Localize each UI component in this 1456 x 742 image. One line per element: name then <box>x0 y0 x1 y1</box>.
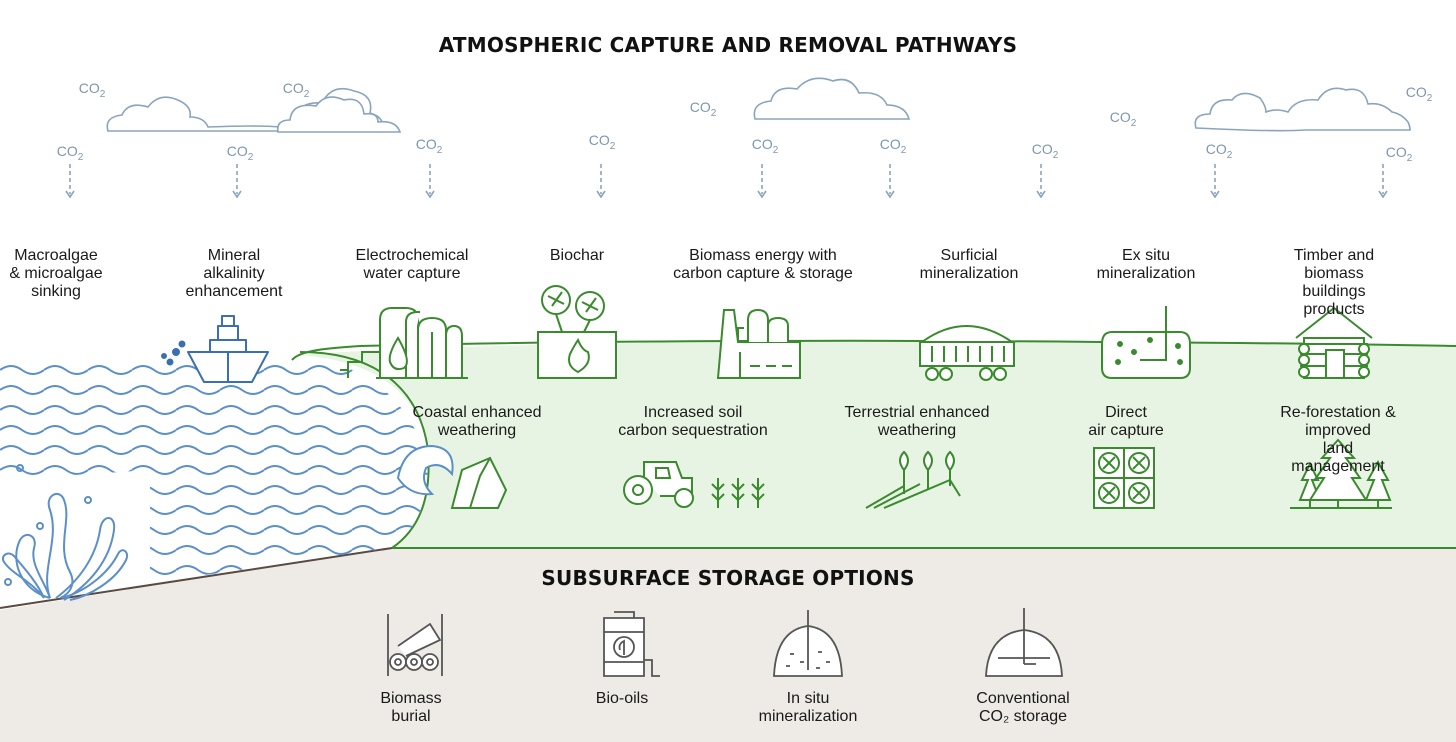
label-ex-situ: Ex situ mineralization <box>1096 247 1196 282</box>
arrow-head-icon <box>425 190 435 199</box>
label-surficial: Surficial mineralization <box>919 247 1019 282</box>
co2-label: CO2 <box>1385 144 1413 164</box>
label-beccs: Biomass energy with carbon capture & sto… <box>673 247 853 282</box>
electrochemical-plant-icon <box>340 307 468 379</box>
seaweed-icon <box>2 464 128 601</box>
co2-label: CO2 <box>415 136 443 156</box>
arrow-head-icon <box>1036 190 1046 199</box>
arrow-head-icon <box>596 190 606 199</box>
label-biochar: Biochar <box>549 247 605 264</box>
arrow-head-icon <box>1378 190 1388 199</box>
co2-label: CO2 <box>226 143 254 163</box>
label-soil-carbon: Increased soil carbon sequestration <box>618 404 768 439</box>
power-plant-icon <box>716 308 801 379</box>
co2-label: CO2 <box>282 80 310 100</box>
tractor-icon <box>623 461 694 508</box>
co2-label: CO2 <box>1205 141 1233 161</box>
fan-array-icon <box>1093 447 1155 509</box>
label-reforestation: Re-forestation & improved land managemen… <box>1280 404 1396 475</box>
wave-rock-icon <box>450 456 508 509</box>
mineralization-tank-icon <box>1101 306 1191 379</box>
crop-rows-icon <box>711 478 765 508</box>
in-situ-dome-icon <box>773 610 843 677</box>
atmospheric-title: ATMOSPHERIC CAPTURE AND REMOVAL PATHWAYS <box>438 33 1018 57</box>
label-bio-oils: Bio-oils <box>595 690 649 707</box>
co2-label: CO2 <box>689 99 717 119</box>
co2-label: CO2 <box>78 80 106 100</box>
log-pile-icon <box>387 614 443 676</box>
forest-icon <box>1290 438 1392 509</box>
co2-label: CO2 <box>56 143 84 163</box>
co2-label: CO2 <box>751 136 779 156</box>
cloud-icon <box>276 96 402 133</box>
field-trees-icon <box>865 450 961 509</box>
label-conventional-storage: Conventional CO₂ storage <box>976 690 1070 725</box>
co2-label: CO2 <box>1109 109 1137 129</box>
arrow-head-icon <box>885 190 895 199</box>
label-terrestrial-weathering: Terrestrial enhanced weathering <box>844 404 990 439</box>
label-direct-air-capture: Direct air capture <box>1088 404 1164 439</box>
subsurface-title: SUBSURFACE STORAGE OPTIONS <box>541 566 915 590</box>
label-timber: Timber and biomass buildings products <box>1293 247 1375 318</box>
label-coastal-weathering: Coastal enhanced weathering <box>412 404 542 439</box>
land-area <box>300 341 1456 548</box>
cloud-icon <box>1194 87 1411 132</box>
arrow-head-icon <box>1210 190 1220 199</box>
cloud-icon <box>753 77 911 120</box>
co2-arrows <box>65 164 1388 199</box>
ship-icon <box>161 315 269 383</box>
label-biomass-burial: Biomass burial <box>380 690 442 725</box>
arrow-head-icon <box>232 190 242 199</box>
label-in-situ: In situ mineralization <box>758 690 858 725</box>
arrow-head-icon <box>757 190 767 199</box>
subsurface-layer <box>0 548 1456 742</box>
co2-label: CO2 <box>588 132 616 152</box>
label-electrochemical: Electrochemical water capture <box>355 247 469 282</box>
rail-car-icon <box>918 325 1016 381</box>
wave-crest-icon <box>396 444 454 496</box>
biochar-box-icon <box>537 285 617 379</box>
label-mineral-alkalinity: Mineral alkalinity enhancement <box>185 247 283 300</box>
label-macroalgae: Macroalgae & microalgae sinking <box>9 247 103 300</box>
co2-label: CO2 <box>1031 141 1059 161</box>
co2-label: CO2 <box>879 136 907 156</box>
co2-label: CO2 <box>1405 84 1433 104</box>
storage-dome-icon <box>985 608 1063 677</box>
oil-barrel-icon <box>603 611 660 677</box>
log-cabin-icon <box>1295 306 1373 379</box>
arrow-head-icon <box>65 190 75 199</box>
